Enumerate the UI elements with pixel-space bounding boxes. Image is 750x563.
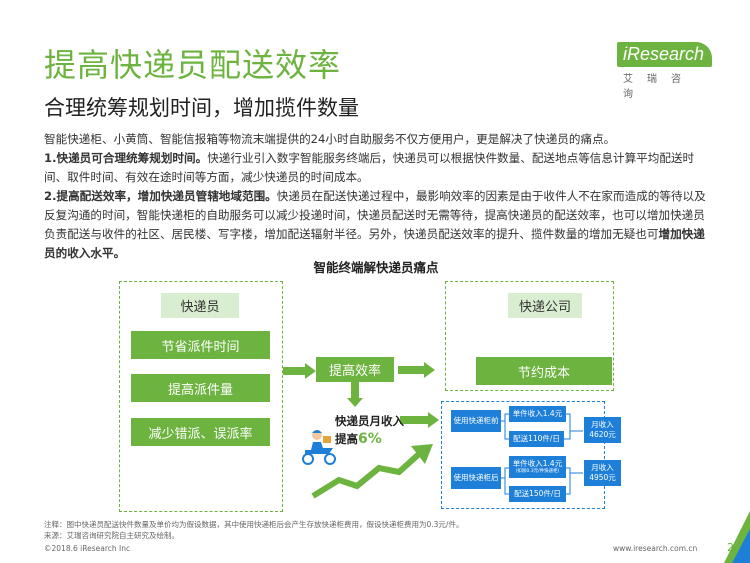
point-2-end-bold: 增加快递员的收入水平。 bbox=[44, 227, 705, 260]
point-2: 2.提高配送效率，增加快递员管辖地域范围。快递员在配送快递过程中，最影响效率的因… bbox=[44, 187, 716, 263]
before-price: 单件收入1.4元 bbox=[509, 406, 566, 422]
before-label: 使用快递柜前 bbox=[451, 410, 501, 432]
after-label: 使用快递柜后 bbox=[451, 467, 501, 489]
iresearch-logo: iResearch 艾瑞咨询 bbox=[613, 40, 713, 100]
point-1-bold: 1.快递员可合理统筹规划时间。 bbox=[44, 151, 208, 165]
improve-efficiency-box: 提高效率 bbox=[316, 357, 394, 382]
company-panel bbox=[445, 281, 614, 391]
growth-arrow-icon bbox=[311, 444, 433, 499]
source: 来源：艾瑞咨询研究院自主研究及绘制。 bbox=[44, 531, 179, 540]
body-text: 智能快递柜、小黄筒、智能信报箱等物流末端提供的24小时自助服务不仅方便用户，更是… bbox=[44, 130, 716, 263]
calc-connectors bbox=[501, 413, 583, 495]
after-price: 单件收入1.4元 bbox=[512, 459, 563, 468]
benefit-fewer-errors: 减少错派、误派率 bbox=[131, 418, 270, 446]
point-2-text: 快递员在配送快递过程中，最影响效率的因素是由于收件人不在家而造成的等待以及反复沟… bbox=[44, 189, 706, 241]
after-volume: 配送150件/日 bbox=[509, 486, 566, 502]
benefit-save-time: 节省派件时间 bbox=[131, 331, 270, 359]
courier-panel bbox=[119, 281, 283, 512]
after-fee: (扣除0.3元/件快递柜) bbox=[515, 469, 560, 474]
website-url: www.iresearch.com.cn bbox=[613, 544, 698, 553]
courier-income-pct: 6% bbox=[358, 431, 382, 447]
before-monthly: 月收入4620元 bbox=[584, 417, 621, 443]
company-header: 快递公司 bbox=[508, 293, 582, 318]
courier-header: 快递员 bbox=[161, 293, 239, 318]
arrow-to-calc bbox=[400, 412, 439, 428]
income-calc-panel bbox=[441, 401, 605, 509]
courier-income-label: 快递员月收入提高6% bbox=[335, 412, 415, 448]
page-subtitle: 合理统筹规划时间，增加揽件数量 bbox=[44, 96, 359, 120]
before-volume: 配送110件/日 bbox=[509, 431, 564, 447]
footnote: 注释：图中快递员配送快件数量及单价均为假设数据，其中使用快递柜后会产生存放快递柜… bbox=[44, 519, 463, 541]
intro-paragraph: 智能快递柜、小黄筒、智能信报箱等物流末端提供的24小时自助服务不仅方便用户，更是… bbox=[44, 132, 616, 146]
arrow-center-down bbox=[347, 381, 363, 407]
arrow-left-to-center bbox=[283, 363, 316, 379]
point-1: 1.快递员可合理统筹规划时间。快递行业引入数字智能服务终端后，快递员可以根据快件… bbox=[44, 149, 716, 187]
point-2-bold: 2.提高配送效率，增加快递员管辖地域范围。 bbox=[44, 189, 277, 203]
logo-cn: 艾瑞咨询 bbox=[623, 74, 695, 100]
point-1-text: 快递行业引入数字智能服务终端后，快递员可以根据快件数量、配送地点等信息计算平均配… bbox=[44, 151, 695, 184]
diagram-title: 智能终端解快递员痛点 bbox=[313, 260, 439, 275]
logo-brand: iResearch bbox=[617, 42, 713, 67]
benefit-more-deliveries: 提高派件量 bbox=[131, 374, 270, 402]
courier-scooter-icon bbox=[302, 430, 336, 465]
save-cost-box: 节约成本 bbox=[476, 357, 612, 385]
corner-decoration bbox=[724, 511, 750, 563]
page-title: 提高快递员配送效率 bbox=[44, 46, 342, 84]
copyright: ©2018.6 iResearch Inc bbox=[44, 544, 131, 553]
note: 注释：图中快递员配送快件数量及单价均为假设数据，其中使用快递柜后会产生存放快递柜… bbox=[44, 520, 464, 529]
after-monthly: 月收入4950元 bbox=[584, 460, 621, 486]
courier-income-text: 快递员月收入提高 bbox=[335, 414, 404, 446]
arrow-center-to-right bbox=[398, 362, 435, 378]
after-price-box: 单件收入1.4元 (扣除0.3元/件快递柜) bbox=[509, 456, 566, 478]
